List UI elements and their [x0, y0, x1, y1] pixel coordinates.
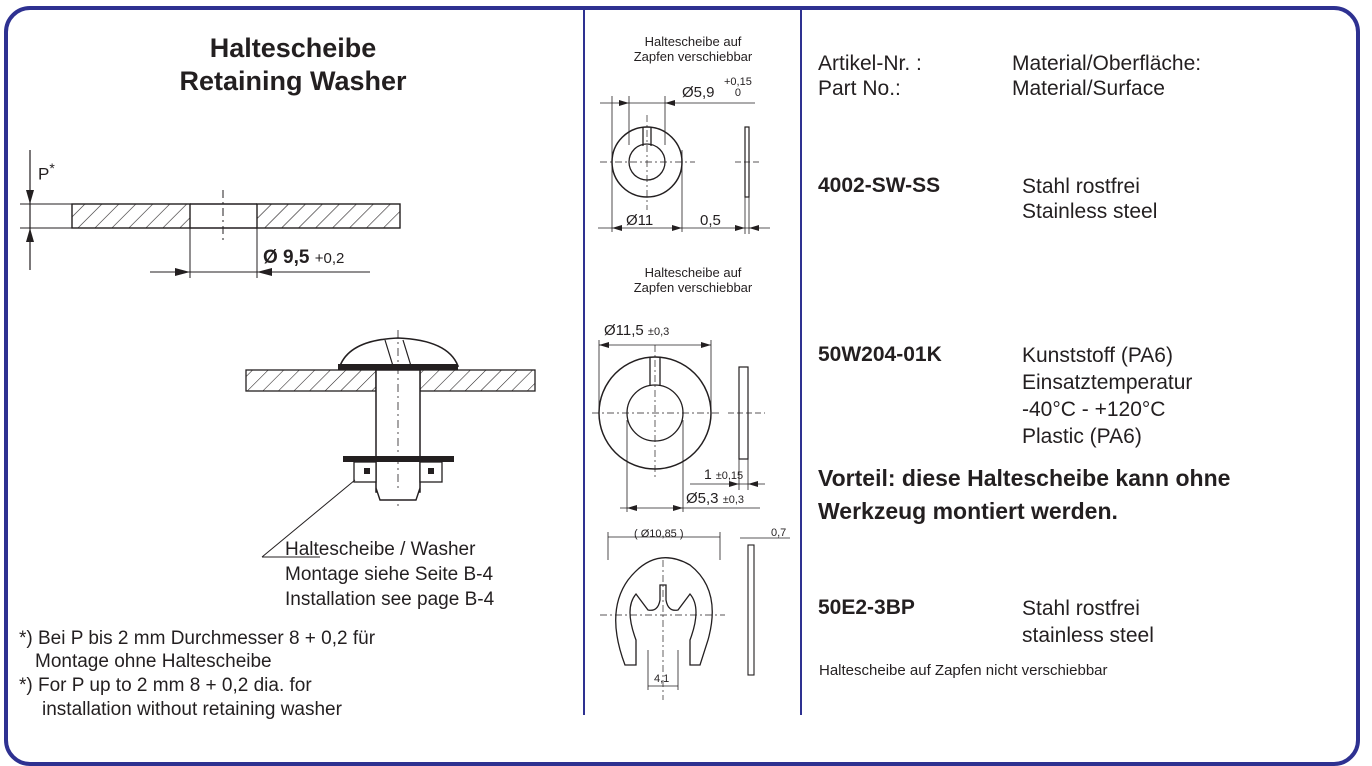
part-number-2: 50W204-01K [818, 343, 942, 366]
footnote-1: *) Bei P bis 2 mm Durchmesser 8 + 0,2 fü… [19, 628, 376, 649]
footer-note: Haltescheibe auf Zapfen nicht verschiebb… [819, 662, 1108, 679]
title-de: Haltescheibe [209, 33, 377, 63]
e-clip-drawing [600, 532, 790, 700]
header-material-en: Material/Surface [1012, 77, 1165, 100]
callout-line-1: Haltescheibe / Washer [285, 539, 476, 560]
material-2-line-4: Plastic (PA6) [1022, 425, 1142, 448]
material-1-line-2: Stainless steel [1022, 200, 1158, 223]
washer-2-inner-diameter: Ø5,3 ±0,3 [686, 490, 745, 507]
material-2-line-3: -40°C - +120°C [1022, 398, 1166, 421]
part-number-3: 50E2-3BP [818, 596, 915, 619]
material-3-line-1: Stahl rostfrei [1022, 597, 1140, 620]
e-clip-thickness: 0,7 [771, 527, 787, 539]
callout-line-2: Montage siehe Seite B-4 [285, 564, 494, 585]
part-number-1: 4002-SW-SS [818, 174, 941, 197]
label-p: P* [38, 160, 55, 184]
washer-1-drawing [598, 96, 770, 234]
footnote-2: Montage ohne Haltescheibe [35, 651, 272, 672]
header-part-label-en: Part No.: [818, 77, 901, 100]
advantage-line-2: Werkzeug montiert werden. [818, 498, 1118, 524]
caption-1-line-1: Haltescheibe auf [644, 34, 742, 49]
title-en: Retaining Washer [179, 66, 407, 96]
washer-1-outer-diameter: Ø11 [626, 212, 654, 229]
e-clip-outer-diameter: ( Ø10,85 ) [634, 528, 684, 540]
material-2-line-2: Einsatztemperatur [1022, 371, 1193, 394]
sheet-section-drawing [20, 150, 401, 278]
washer-1-inner-diameter: Ø5,9 [682, 84, 715, 101]
caption-2-line-2: Zapfen verschiebbar [633, 280, 753, 295]
caption-2-line-1: Haltescheibe auf [644, 265, 742, 280]
washer-2-outer-diameter: Ø11,5 ±0,3 [604, 322, 670, 339]
header-material-de: Material/Oberfläche: [1012, 52, 1202, 75]
fastener-assembly-drawing [245, 330, 536, 558]
e-clip-gap: 4,1 [654, 673, 670, 685]
column-divider-left [583, 6, 585, 715]
page-frame [4, 6, 1360, 766]
material-2-line-1: Kunststoff (PA6) [1022, 344, 1173, 367]
washer-2-drawing [592, 340, 765, 512]
advantage-line-1: Vorteil: diese Haltescheibe kann ohne [818, 465, 1231, 491]
column-divider-right [800, 6, 802, 715]
material-1-line-1: Stahl rostfrei [1022, 175, 1140, 198]
material-3-line-2: stainless steel [1022, 624, 1154, 647]
washer-1-thickness: 0,5 [700, 212, 721, 229]
caption-1-line-2: Zapfen verschiebbar [633, 49, 753, 64]
dimension-main-diameter: Ø 9,5 +0,2 [263, 247, 345, 268]
footnote-3: *) For P up to 2 mm 8 + 0,2 dia. for [19, 675, 312, 696]
callout-line-3: Installation see page B-4 [285, 589, 495, 610]
header-part-label-de: Artikel-Nr. : [818, 52, 922, 75]
washer-2-thickness: 1 ±0,15 [704, 466, 744, 482]
